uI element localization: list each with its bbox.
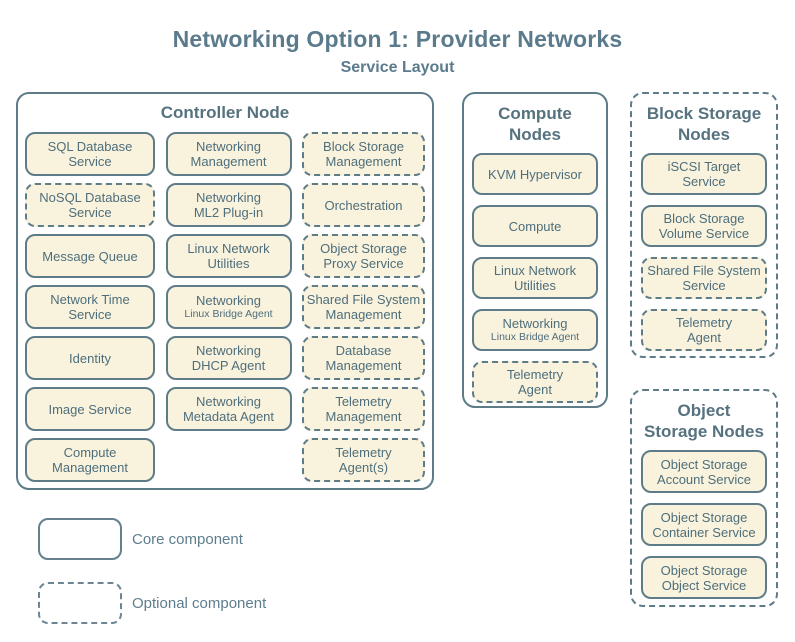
legend-label: Optional component <box>132 594 267 612</box>
service-label: Shared File System Service <box>647 263 761 293</box>
service-box: Database Management <box>302 336 425 380</box>
service-label: Linux Network Utilities <box>493 263 577 293</box>
service-label: Networking ML2 Plug-in <box>193 190 264 220</box>
service-label: Block Storage Management <box>323 139 404 169</box>
service-box: Object Storage Proxy Service <box>302 234 425 278</box>
service-label: Networking Management <box>190 139 267 169</box>
service-box: Image Service <box>25 387 155 431</box>
legend-swatch <box>38 518 122 560</box>
service-label: NoSQL Database Service <box>39 190 141 220</box>
service-box: Telemetry Agent <box>641 309 767 351</box>
service-box: Object Storage Object Service <box>641 556 767 599</box>
service-box: SQL Database Service <box>25 132 155 176</box>
service-box: Block Storage Management <box>302 132 425 176</box>
service-sublabel: Linux Bridge Agent <box>184 308 273 320</box>
service-label: Networking <box>195 293 262 308</box>
service-label: iSCSI Target Service <box>667 159 741 189</box>
compute-nodes-group: Compute Nodes KVM Hypervisor Compute Lin… <box>462 92 608 408</box>
service-label: Compute Management <box>52 445 128 475</box>
service-box: Orchestration <box>302 183 425 227</box>
service-box: Networking Linux Bridge Agent <box>472 309 598 351</box>
service-box: NoSQL Database Service <box>25 183 155 227</box>
object-storage-nodes-heading: Object Storage Nodes <box>644 401 764 441</box>
service-box: iSCSI Target Service <box>641 153 767 195</box>
service-label: SQL Database Service <box>47 139 133 169</box>
service-label: Network Time Service <box>50 292 130 322</box>
service-label: Object Storage Container Service <box>652 509 756 540</box>
service-label: Object Storage Account Service <box>657 456 751 487</box>
service-label: Compute <box>508 218 562 234</box>
controller-node-group: Controller Node SQL Database Service Net… <box>16 92 434 490</box>
compute-nodes-heading: Compute Nodes <box>498 104 572 144</box>
service-label: Message Queue <box>42 248 138 264</box>
service-label: Telemetry Agent(s) <box>335 445 392 475</box>
service-box: Object Storage Account Service <box>641 450 767 493</box>
service-box: Linux Network Utilities <box>165 234 292 278</box>
controller-services-grid: SQL Database Service Networking Manageme… <box>18 132 432 482</box>
block-storage-nodes-group: Block Storage Nodes iSCSI Target Service… <box>630 92 778 358</box>
service-box: Network Time Service <box>25 285 155 329</box>
legend: Core component Optional component <box>38 518 266 624</box>
service-box: Shared File System Service <box>641 257 767 299</box>
service-label: Telemetry Agent <box>675 315 733 345</box>
service-box: Block Storage Volume Service <box>641 205 767 247</box>
legend-item: Optional component <box>38 582 266 624</box>
service-box: Networking Management <box>165 132 292 176</box>
service-label: Database Management <box>325 343 402 373</box>
service-label: KVM Hypervisor <box>488 166 582 182</box>
service-label: Networking <box>502 316 568 331</box>
service-label: Orchestration <box>324 197 403 213</box>
service-box: Telemetry Agent <box>472 361 598 403</box>
service-box: Identity <box>25 336 155 380</box>
service-box: Telemetry Management <box>302 387 425 431</box>
service-label: Linux Network Utilities <box>187 241 270 271</box>
service-label: Image Service <box>48 401 132 417</box>
service-label: Object Storage Object Service <box>660 562 748 593</box>
legend-label: Core component <box>132 530 243 548</box>
service-label: Telemetry Agent <box>506 367 564 397</box>
service-box: Linux Network Utilities <box>472 257 598 299</box>
service-label: Networking Metadata Agent <box>182 394 275 424</box>
service-label: Block Storage Volume Service <box>658 211 750 241</box>
block-storage-nodes-heading: Block Storage Nodes <box>646 104 762 144</box>
service-box: Networking Linux Bridge Agent <box>165 285 292 329</box>
diagram-subtitle: Service Layout <box>340 59 455 76</box>
legend-swatch <box>38 582 122 624</box>
service-label: Networking DHCP Agent <box>191 343 266 373</box>
service-box: Networking Metadata Agent <box>165 387 292 431</box>
service-box: Object Storage Container Service <box>641 503 767 546</box>
object-storage-nodes-group: Object Storage Nodes Object Storage Acco… <box>630 389 778 607</box>
service-box: Telemetry Agent(s) <box>302 438 425 482</box>
service-label: Telemetry Management <box>325 394 402 424</box>
service-label: Identity <box>69 350 111 366</box>
service-label: Object Storage Proxy Service <box>320 241 407 271</box>
legend-item: Core component <box>38 518 266 560</box>
controller-node-heading: Controller Node <box>160 103 290 122</box>
service-sublabel: Linux Bridge Agent <box>490 331 580 343</box>
service-label: Shared File System Management <box>306 292 421 322</box>
diagram-title: Networking Option 1: Provider Networks <box>172 26 623 52</box>
service-box: Compute <box>472 205 598 247</box>
service-box: Message Queue <box>25 234 155 278</box>
service-box: Compute Management <box>25 438 155 482</box>
service-box: Networking ML2 Plug-in <box>165 183 292 227</box>
service-box: KVM Hypervisor <box>472 153 598 195</box>
service-box: Networking DHCP Agent <box>165 336 292 380</box>
service-box: Shared File System Management <box>302 285 425 329</box>
